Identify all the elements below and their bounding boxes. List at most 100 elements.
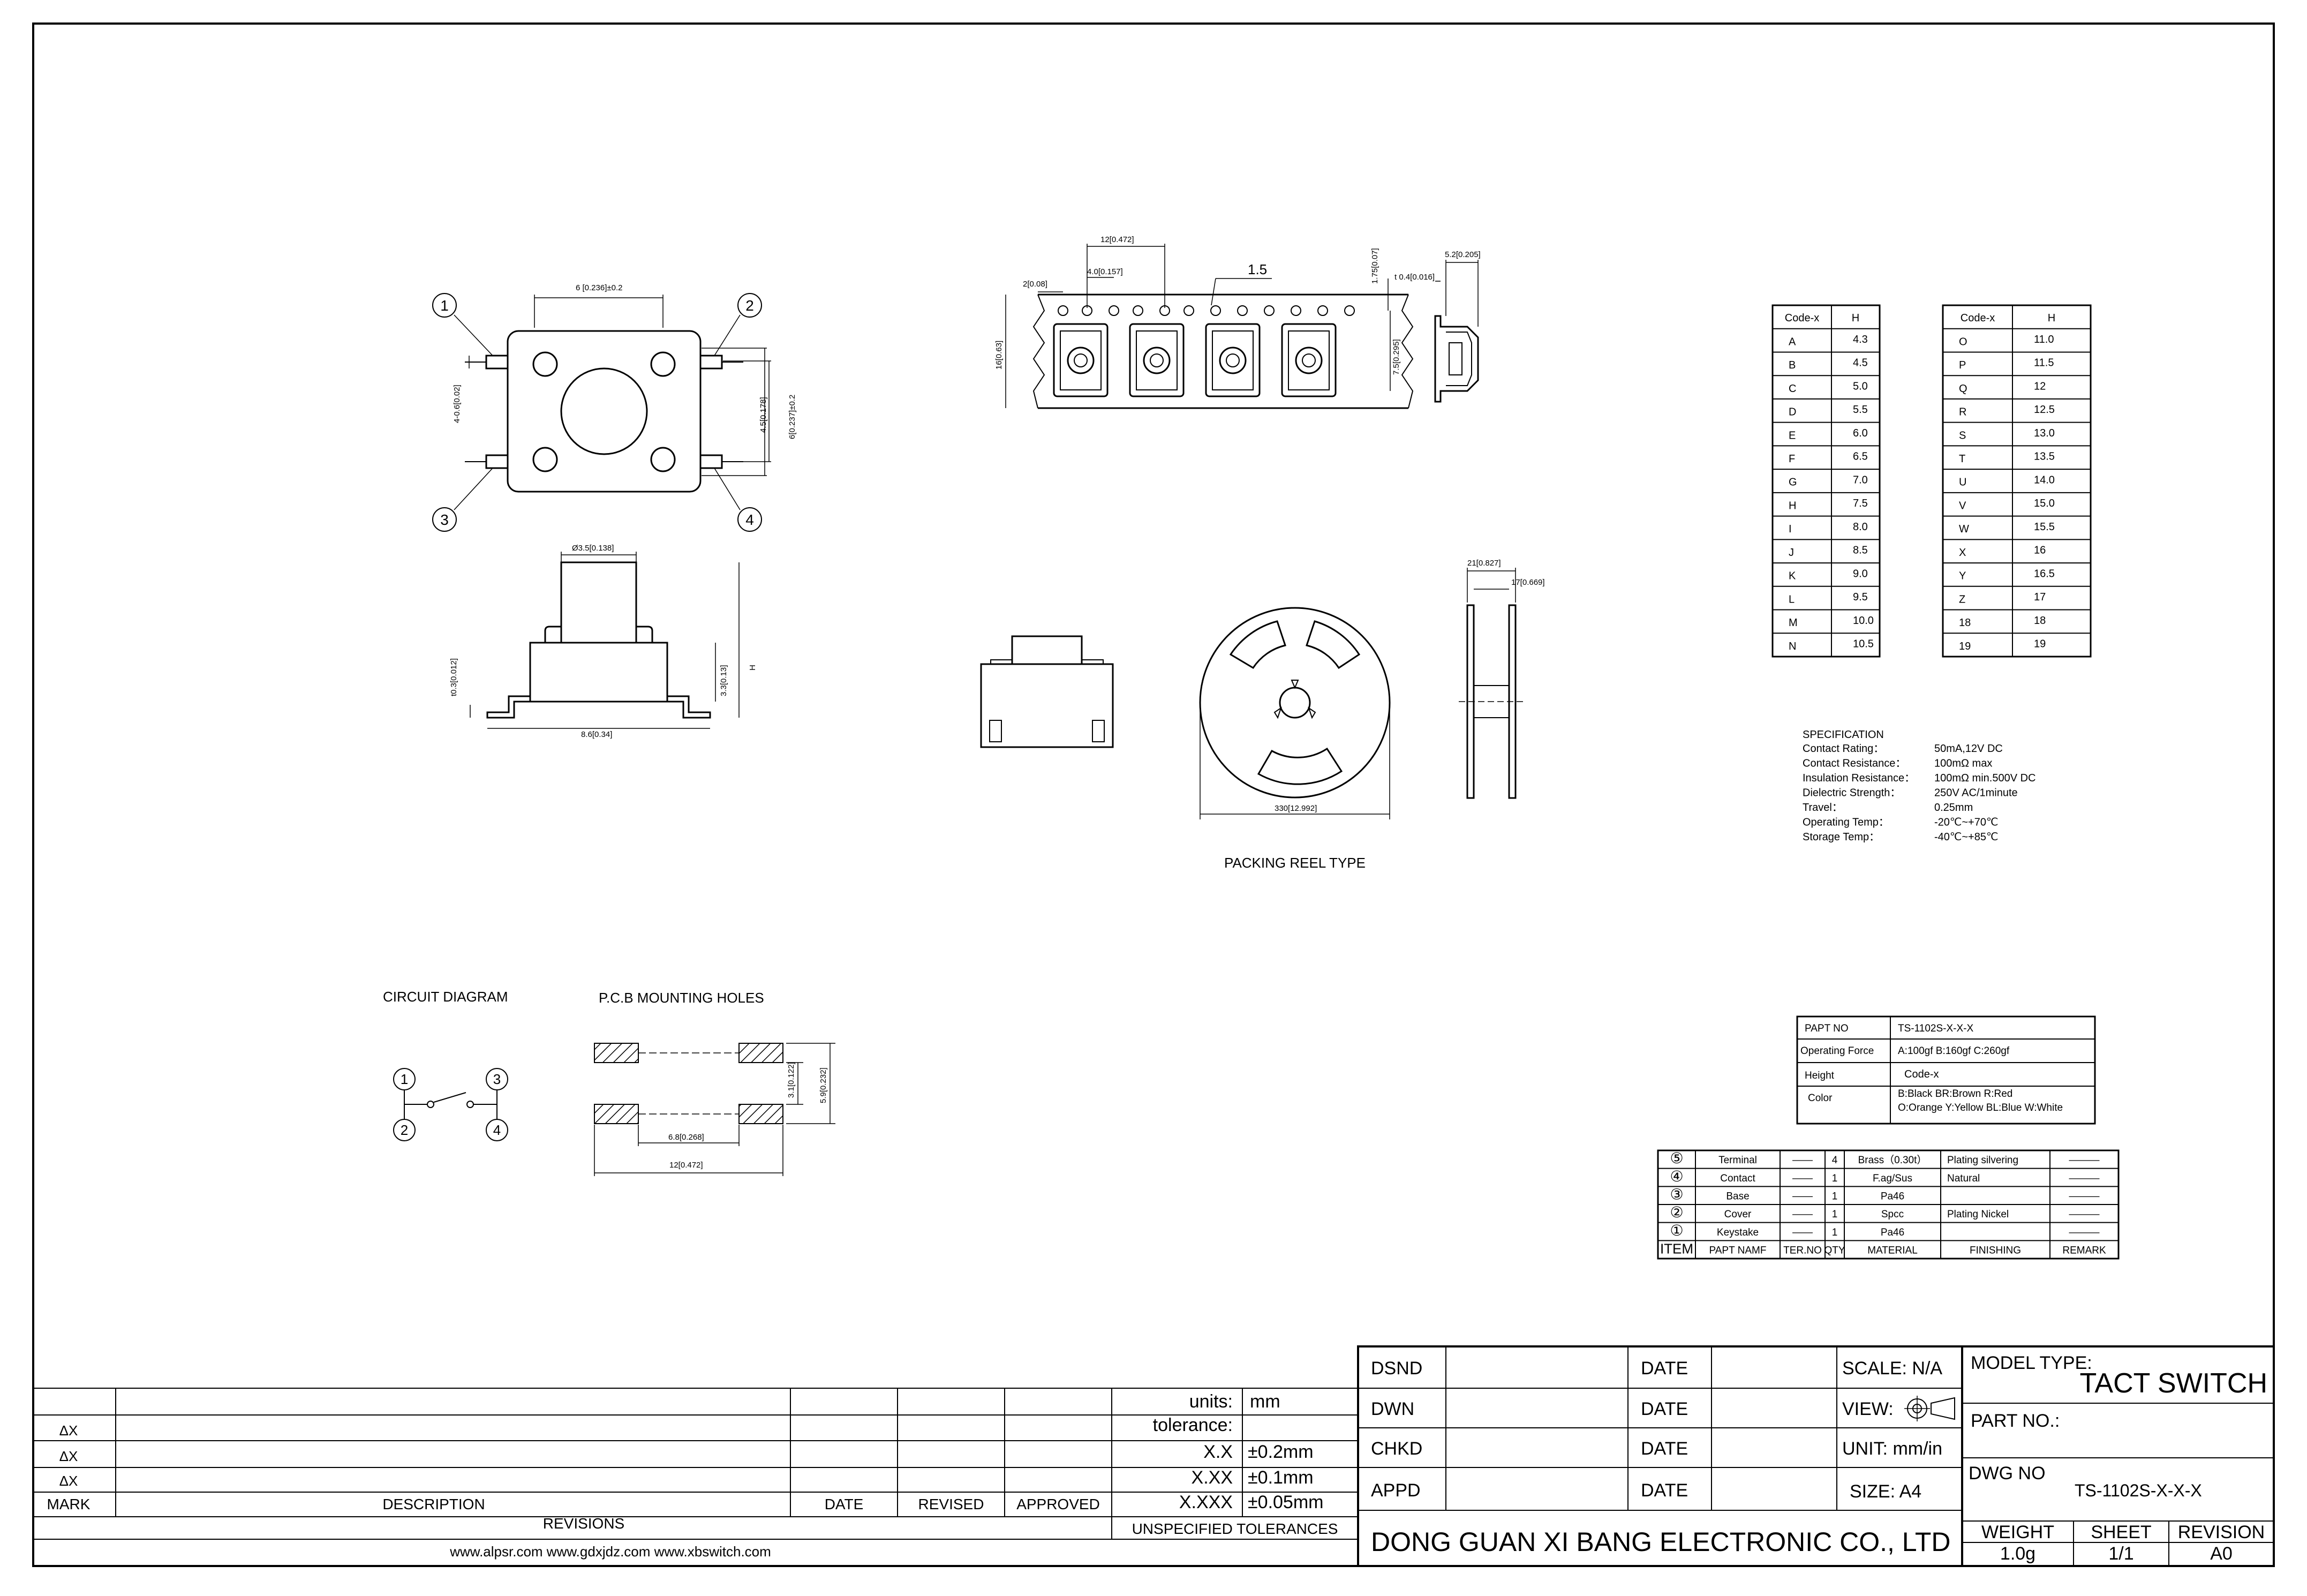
- tol-val-1: ±0.2mm: [1248, 1442, 1314, 1462]
- code-right-code-cell: T: [1959, 453, 1965, 465]
- spec-value: -20℃~+70℃: [1934, 817, 1998, 829]
- bom-cell: Brass（0.30t）: [1858, 1154, 1927, 1166]
- dim-tape-thick: t 0.4[0.016]: [1394, 273, 1435, 282]
- tb-dwg-no: TS-1102S-X-X-X: [2075, 1481, 2202, 1500]
- code-left-code-cell: A: [1789, 336, 1796, 348]
- dim-tape-inner: 7.5[0.295]: [1392, 339, 1401, 375]
- circuit-diagram-label: CIRCUIT DIAGRAM: [383, 989, 508, 1005]
- dim-tape-dia: 1.5: [1248, 261, 1267, 277]
- code-right-header-h: H: [2048, 312, 2055, 324]
- specification-block: SPECIFICATION Contact Rating：50mA,12V DC…: [1803, 729, 2035, 843]
- code-right-h-cell: 15.5: [2034, 521, 2055, 533]
- top-view: 1 2 3 4 6 [0.236]±0.2 4.5[0.178] 6[0.237…: [432, 283, 797, 532]
- header-description: DESCRIPTION: [382, 1496, 485, 1512]
- outer-frame: [32, 22, 2275, 1567]
- pin-2-label: 2: [745, 297, 754, 314]
- code-right-h-cell: 17: [2034, 591, 2046, 603]
- code-right-code-cell: P: [1959, 359, 1966, 371]
- bom-cell: Plating silvering: [1947, 1155, 2018, 1166]
- code-left-h-cell: 10.0: [1853, 615, 1874, 627]
- dim-pcb-h2: 5.9[0.232]: [819, 1067, 828, 1103]
- bom-cell: ——: [1792, 1155, 1813, 1166]
- bom-header-cell: MATERIAL: [1867, 1245, 1918, 1256]
- packing-reel-label: PACKING REEL TYPE: [1224, 855, 1366, 871]
- code-right-h-cell: 12.5: [2034, 404, 2055, 416]
- code-right-h-cell: 13.5: [2034, 451, 2055, 463]
- code-left-h-cell: 10.5: [1853, 638, 1874, 650]
- force-row-value: A:100gf B:160gf C:260gf: [1898, 1045, 2010, 1057]
- code-left-h-cell: 8.0: [1853, 521, 1868, 533]
- code-right-h-cell: 13.0: [2034, 427, 2055, 439]
- dim-side-body: 3.3[0.13]: [719, 665, 728, 696]
- bom-cell: ⑤: [1670, 1150, 1683, 1166]
- tolerance-label: tolerance:: [1153, 1415, 1233, 1435]
- bom-header-cell: PAPT NAMF: [1709, 1245, 1767, 1256]
- height-row-label: Height: [1805, 1070, 1835, 1081]
- spec-label: Contact Resistance：: [1803, 758, 1906, 770]
- bom-cell: Keystake: [1717, 1227, 1759, 1238]
- code-right-h-cell: 15.0: [2034, 498, 2055, 509]
- bom-cell: 1: [1832, 1209, 1838, 1220]
- projection-symbol-icon: [1904, 1396, 1955, 1421]
- code-left-code-cell: J: [1789, 547, 1794, 559]
- code-right-code-cell: Z: [1959, 593, 1965, 605]
- units-label: units:: [1189, 1391, 1233, 1412]
- code-left-code-cell: M: [1789, 617, 1798, 629]
- spec-label: Insulation Resistance：: [1803, 772, 1915, 784]
- carrier-tape: 12[0.472] 4.0[0.157] 2[0.08] 1.5 16[0.63…: [994, 235, 1414, 409]
- bom-cell: ———: [2069, 1155, 2100, 1166]
- part-number-table: PAPT NO TS-1102S-X-X-X Operating Force A…: [1796, 1015, 2096, 1125]
- code-right-code-cell: R: [1959, 406, 1966, 418]
- tb-date-3: DATE: [1641, 1439, 1688, 1459]
- code-left-header-code: Code-x: [1785, 312, 1819, 324]
- dim-side-lead: t0.3[0.012]: [449, 658, 458, 696]
- bom-header-cell: FINISHING: [1970, 1245, 2021, 1256]
- bom-cell: ④: [1670, 1168, 1683, 1185]
- bom-cell: Pa46: [1881, 1227, 1904, 1238]
- tape-side-profile: 5.2[0.205] t 0.4[0.016]: [1394, 250, 1481, 403]
- tb-dsnd: DSND: [1371, 1358, 1422, 1379]
- dim-tape-edge: 2[0.08]: [1023, 280, 1047, 289]
- spec-label: Storage Temp：: [1803, 831, 1880, 843]
- code-right-code-cell: S: [1959, 430, 1966, 441]
- spec-label: Travel：: [1803, 802, 1843, 814]
- tb-sheet: 1/1: [2108, 1544, 2133, 1564]
- bom-cell: ——: [1792, 1227, 1813, 1238]
- code-left-code-cell: H: [1789, 500, 1796, 511]
- code-right-h-cell: 16.5: [2034, 568, 2055, 579]
- tape-pocket-3: [1205, 323, 1261, 397]
- bom-cell: ———: [2069, 1209, 2100, 1220]
- dim-tape-pitch: 12[0.472]: [1100, 235, 1134, 244]
- dim-tape-width: 16[0.63]: [994, 341, 1004, 370]
- code-right-h-cell: 19: [2034, 638, 2046, 650]
- spec-label: Dielectric Strength：: [1803, 787, 1901, 799]
- dim-reel-dia: 330[12.992]: [1275, 804, 1317, 813]
- circuit-diagram: 1 2 3 4: [393, 1068, 508, 1141]
- code-left-code-cell: I: [1789, 523, 1792, 535]
- bom-header-cell: QTY: [1824, 1245, 1845, 1256]
- pin-1-label: 1: [440, 297, 449, 314]
- bom-cell: Cover: [1724, 1209, 1752, 1220]
- tol-fmt-1: X.X: [1203, 1442, 1233, 1462]
- tb-revision: A0: [2210, 1544, 2233, 1564]
- tb-date-2: DATE: [1641, 1399, 1688, 1419]
- reel-side-view: 21[0.827] 17[0.669]: [1459, 559, 1545, 799]
- bom-cell: ——: [1792, 1191, 1813, 1202]
- bom-cell: ———: [2069, 1173, 2100, 1184]
- circuit-pin-3: 3: [493, 1071, 501, 1087]
- bom-cell: 4: [1832, 1155, 1838, 1166]
- code-left-h-cell: 4.5: [1853, 357, 1868, 369]
- code-right-code-cell: V: [1959, 500, 1966, 511]
- tb-revision-label: REVISION: [2178, 1522, 2265, 1542]
- force-row-label: Operating Force: [1800, 1045, 1874, 1057]
- pcb-label: P.C.B MOUNTING HOLES: [599, 990, 764, 1006]
- units-value: mm: [1250, 1391, 1280, 1412]
- tb-scale: SCALE: N/A: [1842, 1358, 1942, 1379]
- tape-pocket-1: [1053, 323, 1109, 397]
- spec-value: 0.25mm: [1934, 802, 1973, 814]
- code-right-h-cell: 14.0: [2034, 474, 2055, 486]
- code-left-code-cell: D: [1789, 406, 1796, 418]
